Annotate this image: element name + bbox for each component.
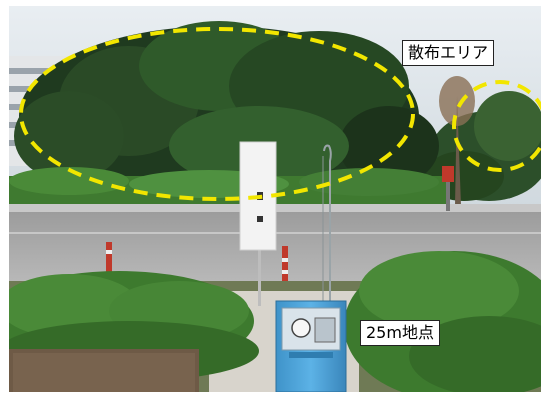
antenna-rod (322, 144, 332, 306)
foreground-hedge-right (344, 251, 541, 392)
spray-area-ellipse-left (19, 27, 415, 201)
measure-point-label: 25m地点 (360, 320, 440, 346)
traffic-bollards (106, 242, 288, 290)
cooler-box (275, 300, 347, 392)
spray-area-ellipse-right (452, 80, 541, 172)
manhole-cover (9, 349, 199, 392)
gate-sign (442, 166, 454, 211)
spray-area-label: 散布エリア (402, 40, 495, 66)
right-trees (424, 76, 541, 206)
